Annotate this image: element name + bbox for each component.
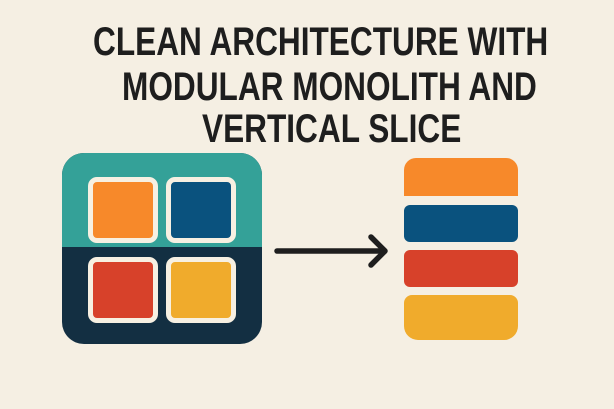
module-red bbox=[88, 257, 158, 323]
slice-orange bbox=[404, 158, 518, 196]
slice-blue bbox=[404, 205, 518, 242]
title-line-3: VERTICAL SLICE bbox=[202, 107, 462, 151]
module-orange bbox=[88, 177, 158, 243]
arrow-right-icon bbox=[274, 234, 388, 268]
title-line-2: MODULAR MONOLITH AND bbox=[122, 65, 537, 109]
modular-monolith-block bbox=[62, 153, 262, 344]
slice-yellow bbox=[404, 295, 518, 340]
slice-red bbox=[404, 250, 518, 287]
title-line-1: CLEAN ARCHITECTURE WITH bbox=[93, 20, 549, 64]
module-yellow bbox=[166, 257, 236, 323]
module-blue bbox=[166, 177, 236, 243]
